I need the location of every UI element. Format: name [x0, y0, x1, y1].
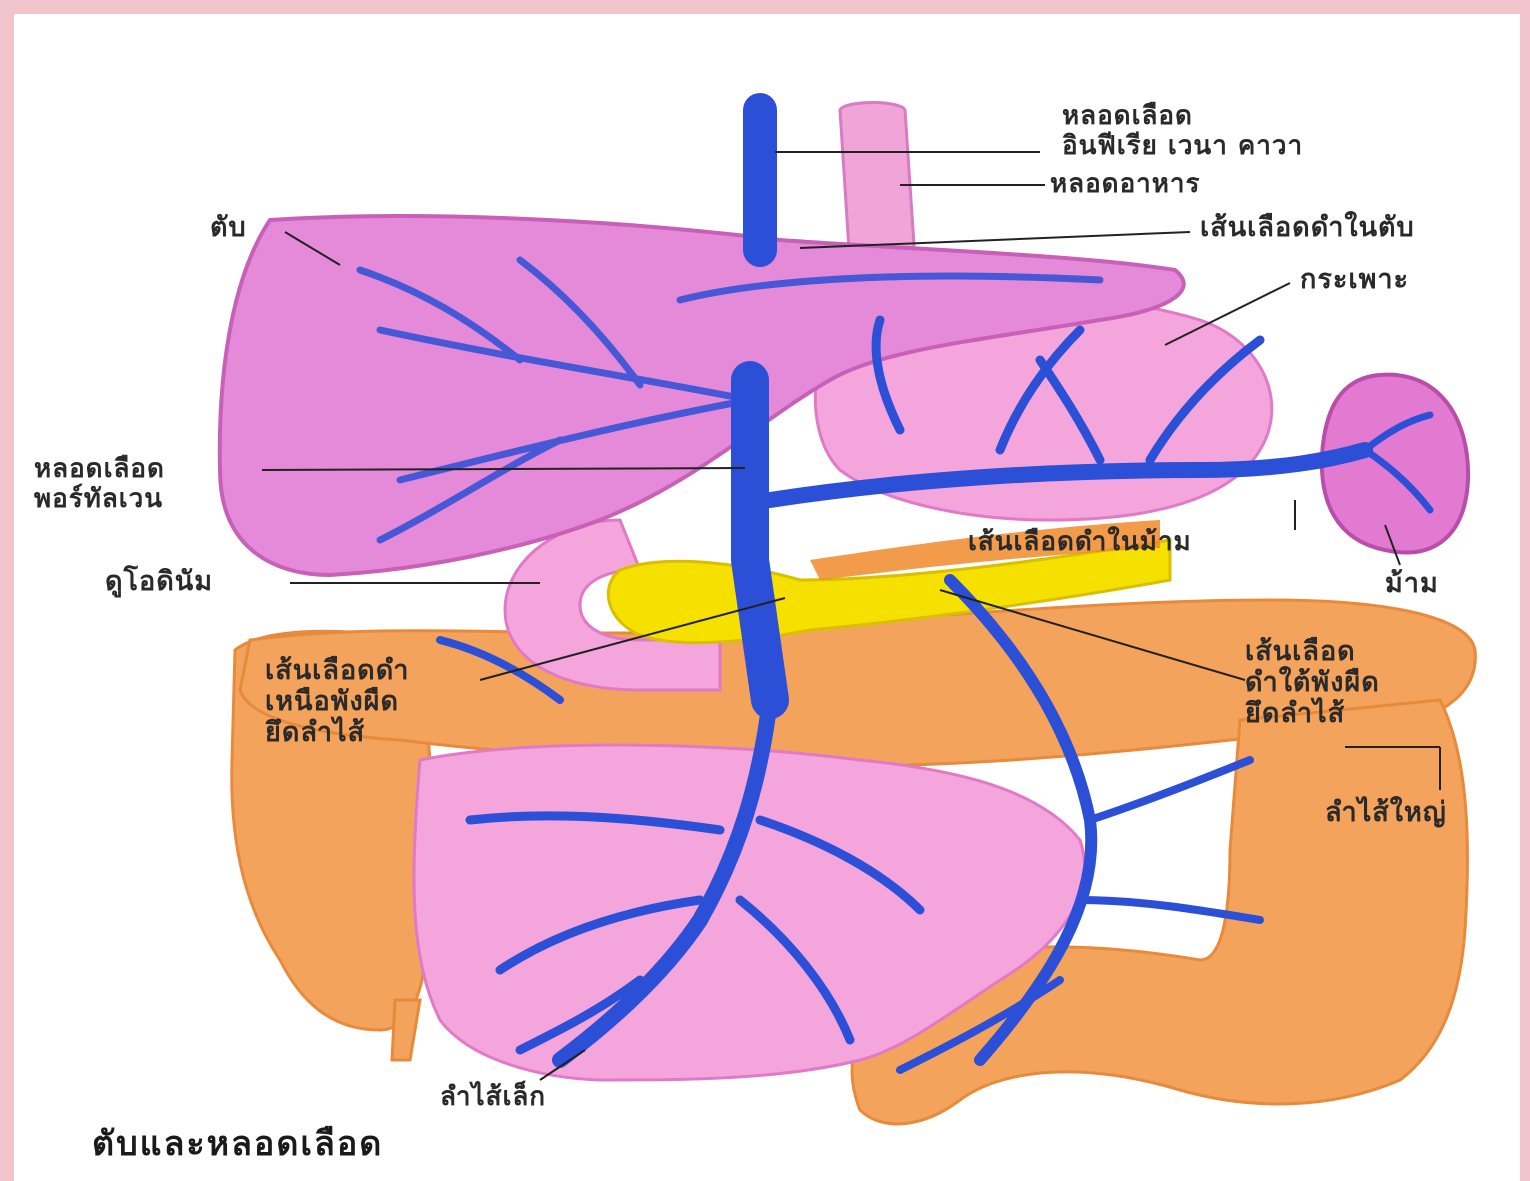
- label-spleen: ม้าม: [1385, 568, 1439, 599]
- label-inferior-mesenteric-vein: เส้นเลือด ดำใต้พังผืด ยึดลำไส้: [1245, 636, 1380, 729]
- label-portal-vein: หลอดเลือด พอร์ทัลเวน: [34, 455, 165, 515]
- label-duodenum: ดูโอดินัม: [105, 566, 213, 597]
- figure-caption: ตับและหลอดเลือด: [92, 1125, 383, 1164]
- label-splenic-vein: เส้นเลือดดำในม้าม: [968, 528, 1192, 558]
- label-esophagus: หลอดอาหาร: [1050, 170, 1201, 200]
- label-large-intestine: ลำไส้ใหญ่: [1325, 797, 1447, 828]
- portal-vein: [750, 380, 770, 700]
- label-small-intestine: ลำไส้เล็ก: [440, 1083, 546, 1113]
- label-hepatic-vein: เส้นเลือดดำในตับ: [1200, 212, 1415, 243]
- label-stomach: กระเพาะ: [1300, 264, 1409, 295]
- esophagus: [840, 103, 915, 266]
- label-inferior-vena-cava: หลอดเลือด อินฟีเรีย เวนา คาวา: [1062, 102, 1303, 162]
- label-superior-mesenteric-vein: เส้นเลือดดำ เหนือพังผืด ยึดลำไส้: [265, 655, 409, 748]
- label-liver: ตับ: [210, 212, 247, 243]
